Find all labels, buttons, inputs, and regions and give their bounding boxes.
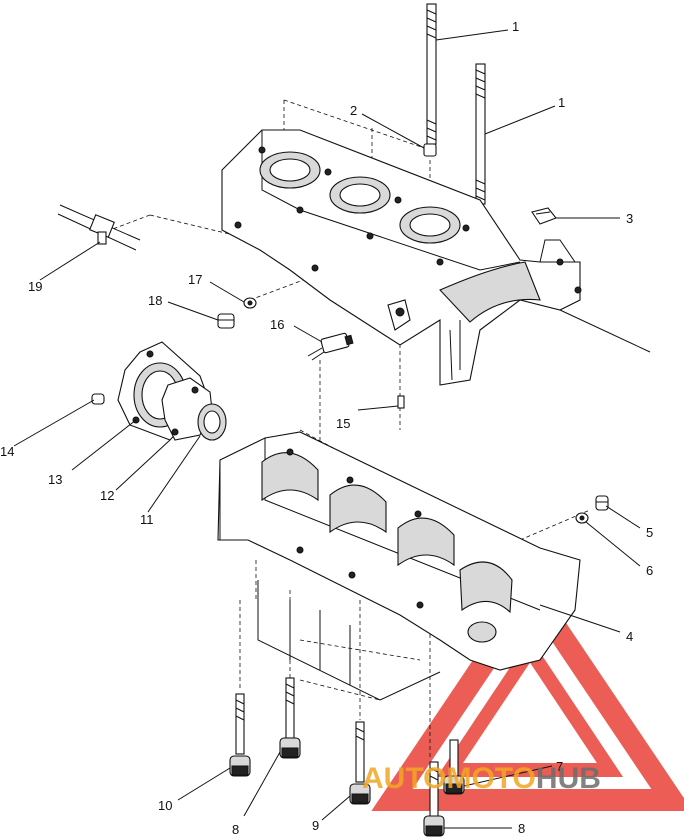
callout-labels: 1 1 2 3 4 5 6 7 8 8 9 10 11 12 13 14 15 … <box>0 19 653 837</box>
watermark-part-auto: AUTO <box>362 762 446 795</box>
dowel-pin <box>397 395 405 409</box>
svg-text:AUTOMOTOHUB: AUTOMOTOHUB <box>362 762 601 795</box>
washer-6 <box>575 512 589 524</box>
callout-7: 7 <box>556 759 563 774</box>
bolt-5 <box>595 495 609 511</box>
callout-18: 18 <box>148 293 162 308</box>
watermark-logo <box>371 572 684 811</box>
bolt-10 <box>229 693 251 777</box>
lower-crankcase <box>217 431 581 701</box>
callout-8b: 8 <box>518 821 525 836</box>
callout-15: 15 <box>336 416 350 431</box>
callout-13: 13 <box>48 472 62 487</box>
callout-14: 14 <box>0 444 14 459</box>
callout-3: 3 <box>626 211 633 226</box>
callout-1b: 1 <box>558 95 565 110</box>
callout-11: 11 <box>140 512 154 527</box>
bolt-9 <box>349 721 371 805</box>
upper-crankcase <box>221 129 582 386</box>
clip-part <box>531 207 557 225</box>
callout-6: 6 <box>646 563 653 578</box>
watermark-text: AUTOMOTOHUB <box>362 762 601 795</box>
screw-14 <box>91 393 105 405</box>
crankcase-stud-short <box>475 63 486 205</box>
stud-nut <box>423 143 437 157</box>
hose-fitting <box>57 204 141 251</box>
watermark-part-moto: MOTO <box>446 762 535 795</box>
callout-12: 12 <box>100 488 114 503</box>
callout-8a: 8 <box>232 822 239 837</box>
callout-9: 9 <box>312 818 319 833</box>
leader-lines <box>13 29 651 829</box>
washer-small <box>243 297 257 309</box>
callout-17: 17 <box>188 272 202 287</box>
crankcase-stud-long <box>426 3 437 145</box>
callout-1a: 1 <box>512 19 519 34</box>
oil-seal <box>197 403 227 441</box>
bolt-8-right <box>423 761 445 837</box>
temperature-sensor <box>307 332 354 361</box>
callout-19: 19 <box>28 279 42 294</box>
bolt-8-left <box>279 677 301 759</box>
callout-5: 5 <box>646 525 653 540</box>
callout-4: 4 <box>626 629 633 644</box>
watermark-part-hub: HUB <box>536 762 601 795</box>
callout-10: 10 <box>158 798 172 813</box>
callout-2: 2 <box>350 103 357 118</box>
callout-16: 16 <box>270 317 284 332</box>
drain-plug <box>217 313 235 329</box>
bolt-7 <box>443 739 465 795</box>
